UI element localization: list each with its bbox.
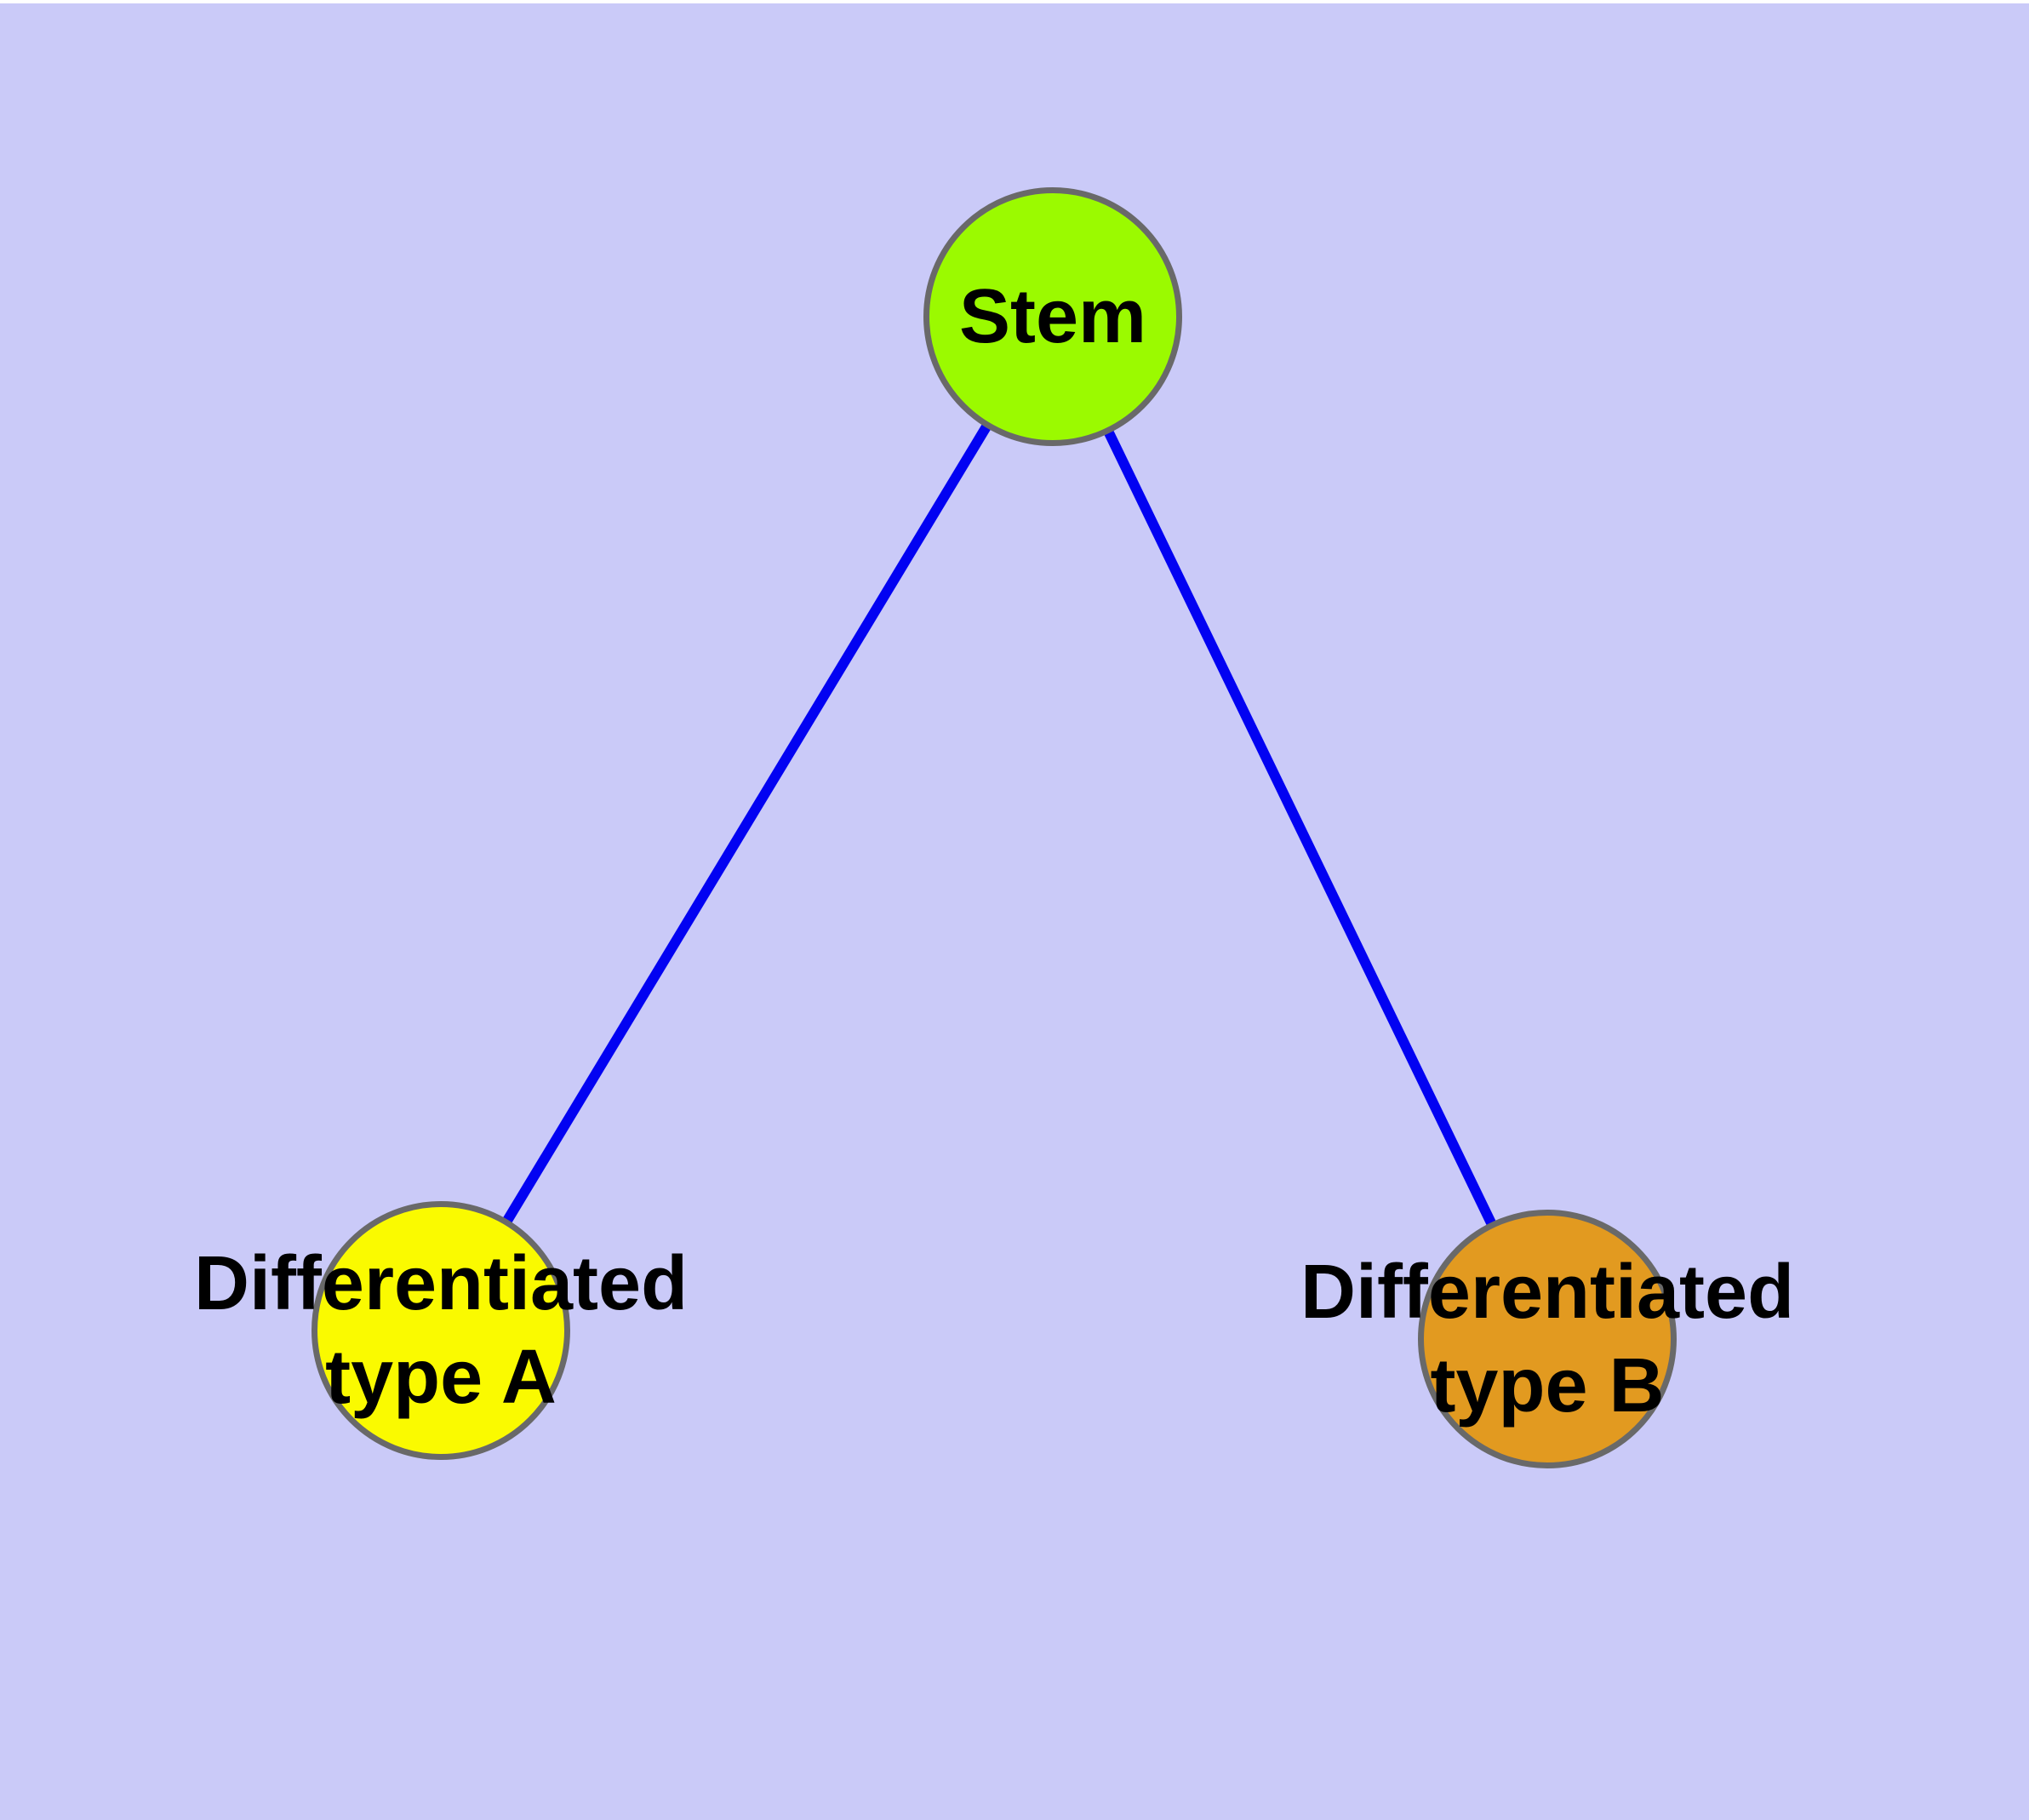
node-differentiated-type-b[interactable] <box>1418 1210 1677 1468</box>
node-stem[interactable] <box>923 187 1182 446</box>
node-differentiated-type-a[interactable] <box>311 1201 570 1460</box>
edge-stem-to-type-b <box>1048 314 1552 1342</box>
edge-stem-to-type-a <box>436 313 1058 1334</box>
